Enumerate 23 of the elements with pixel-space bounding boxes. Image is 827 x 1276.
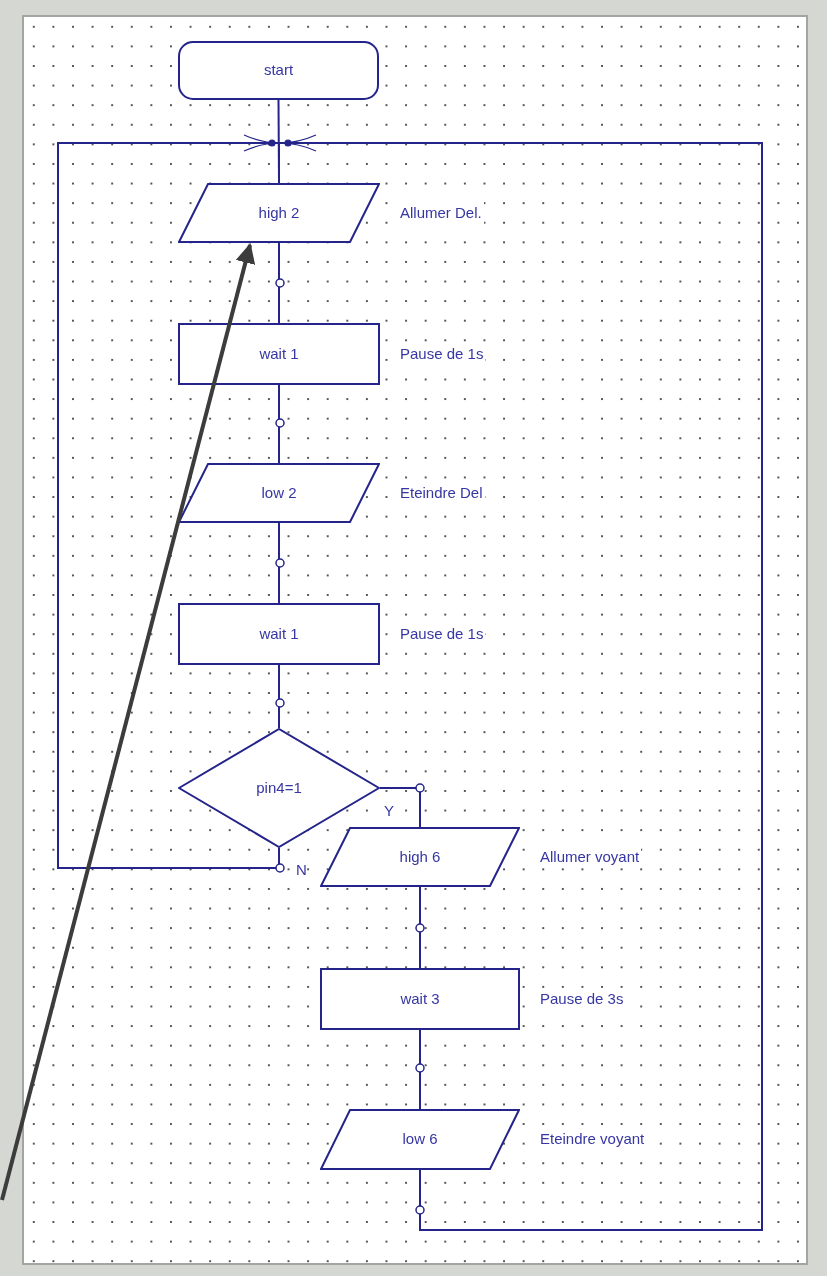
- node-text: low 6: [402, 1129, 438, 1150]
- flow-line: [278, 522, 280, 604]
- flow-line: [278, 664, 280, 729]
- node-text: wait 1: [259, 343, 299, 364]
- node-text: high 6: [399, 846, 441, 867]
- node-text: wait 3: [400, 988, 440, 1009]
- flow-line: [419, 1029, 421, 1110]
- comment-text: Allumer Del.: [398, 201, 484, 225]
- node-text: high 2: [258, 202, 300, 223]
- flow-line: [57, 142, 280, 869]
- flow-line: [419, 886, 421, 969]
- edge-label: Y: [384, 803, 394, 818]
- flow-line: [278, 384, 280, 464]
- pointer-arrow: [0, 243, 256, 1201]
- edge-label: N: [296, 862, 307, 877]
- flow-line: [278, 142, 763, 1231]
- flow-line: [379, 787, 421, 828]
- node-text: pin4=1: [256, 777, 302, 798]
- node-text: start: [263, 60, 294, 81]
- node-text: low 2: [261, 482, 297, 503]
- node-text: wait 1: [259, 623, 299, 644]
- terminal-box: [178, 41, 379, 100]
- flow-line: [278, 242, 280, 324]
